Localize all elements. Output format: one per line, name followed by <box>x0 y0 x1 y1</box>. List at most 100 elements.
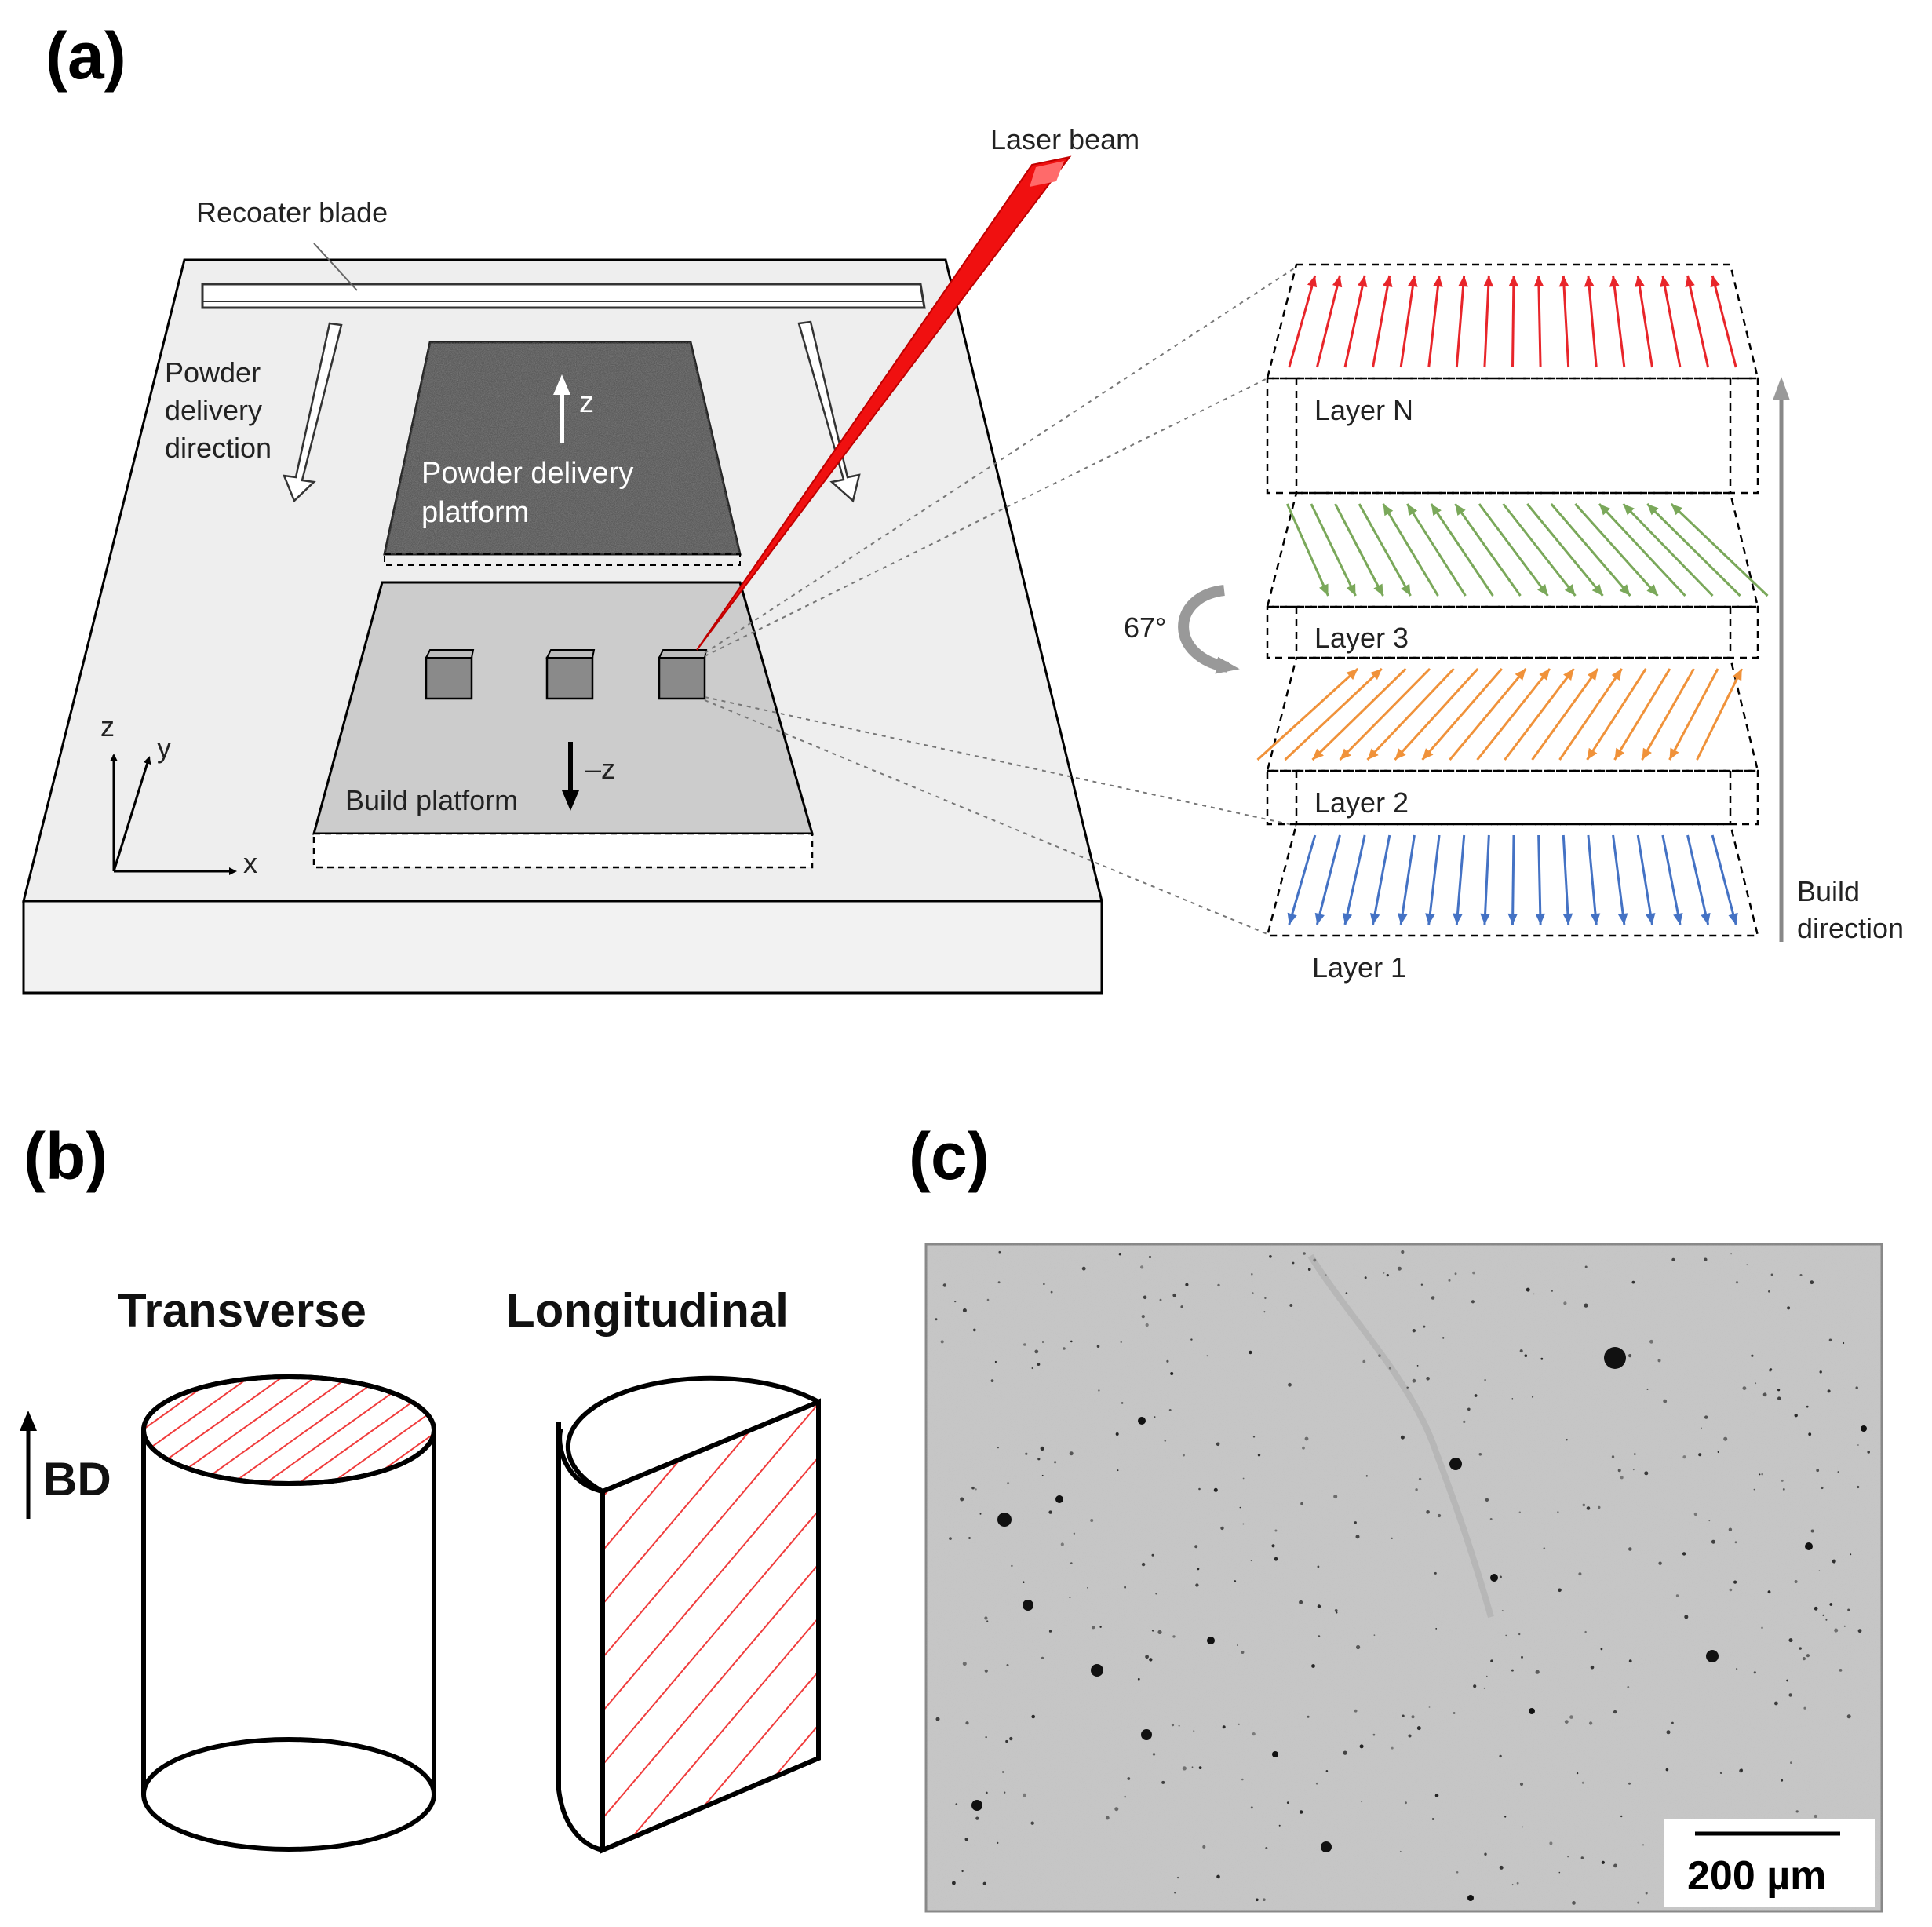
pore-small <box>1753 1671 1756 1674</box>
scale-bar <box>1664 1819 1875 1907</box>
pore-small <box>1241 1651 1245 1654</box>
pore-small <box>1391 1746 1394 1750</box>
pore-small <box>1401 1250 1405 1254</box>
pore-small <box>1774 1701 1778 1706</box>
pore-small <box>1518 1511 1522 1513</box>
pore-small <box>1423 1325 1426 1328</box>
scan-arrow-head <box>1346 669 1358 681</box>
pore-small <box>1843 1625 1846 1627</box>
scan-arrow-head <box>1728 912 1738 925</box>
pore-small <box>1519 1782 1524 1786</box>
pore-small <box>1788 1638 1793 1643</box>
hatch-line <box>603 1402 818 1850</box>
scan-vector <box>1511 275 1515 368</box>
pore-small <box>1855 1386 1858 1389</box>
pore-small <box>1105 1816 1110 1820</box>
scan-vector <box>1478 503 1549 597</box>
scan-arrow-head <box>1587 669 1598 681</box>
pore <box>1529 1708 1535 1714</box>
scan-arrow-head <box>1383 276 1393 287</box>
pore-small <box>1471 1300 1475 1304</box>
scan-arrow-head <box>1340 748 1351 760</box>
pore-small <box>1216 1874 1220 1879</box>
pore-small <box>1790 1761 1792 1765</box>
pore-small <box>1251 1273 1253 1276</box>
pore-small <box>985 1736 987 1739</box>
scan-vector <box>1550 503 1631 597</box>
pore-small <box>1768 1290 1770 1293</box>
pore-small <box>1762 1392 1767 1397</box>
pore-small <box>1412 1329 1416 1333</box>
pore-small <box>1581 1781 1584 1784</box>
scale-bar-label: 200 µm <box>1687 1853 1826 1899</box>
pore-small <box>1806 1405 1809 1408</box>
pore-small <box>1770 1273 1773 1276</box>
pore-small <box>1292 1261 1295 1265</box>
scan-arrow-head <box>1453 913 1463 925</box>
pore-small <box>1590 1665 1595 1670</box>
pore-small <box>1037 1458 1041 1461</box>
pore-small <box>1087 1587 1088 1589</box>
pore-small <box>1786 1679 1789 1682</box>
pore-small <box>1448 1279 1451 1282</box>
pore-small <box>1588 1721 1593 1725</box>
pore-small <box>1646 1388 1649 1390</box>
pore-small <box>1601 1860 1605 1864</box>
scan-vector <box>1285 503 1329 597</box>
pore-small <box>1526 1287 1530 1292</box>
scan-arrow-head <box>1671 504 1683 516</box>
pore-small <box>1819 1370 1822 1374</box>
pore-small <box>1264 1297 1267 1300</box>
pore-small <box>1034 1349 1039 1354</box>
pore-small <box>1356 1644 1361 1650</box>
pore-small <box>1307 1715 1310 1718</box>
scan-vector <box>1366 667 1455 761</box>
pore-small <box>1777 1396 1781 1400</box>
scan-arrow-head <box>1431 504 1442 516</box>
pore <box>1138 1417 1146 1425</box>
pore-small <box>1060 1542 1064 1546</box>
pore-small <box>1274 1529 1278 1532</box>
scan-arrow-head <box>1370 669 1382 681</box>
pore-small <box>1511 1669 1514 1672</box>
hatch-line <box>603 1402 779 1850</box>
pore-small <box>1755 1382 1757 1385</box>
rotation-angle-label: 67° <box>1124 611 1166 644</box>
pore-small <box>1317 1604 1321 1608</box>
scan-arrow-head <box>1408 276 1418 287</box>
scan-arrow-head <box>1563 669 1574 681</box>
scan-arrow-head <box>1562 913 1573 925</box>
hatch-line <box>144 1377 266 1484</box>
pore-small <box>1400 1435 1405 1440</box>
pore-small <box>1263 1898 1266 1901</box>
pore-small <box>1740 1768 1744 1772</box>
pore-small <box>1252 1292 1254 1294</box>
pore-small <box>1315 1782 1318 1785</box>
panel-label-a: (a) <box>46 19 126 93</box>
pore-small <box>1827 1389 1831 1393</box>
powder-delivery-direction-line2: delivery <box>165 394 262 426</box>
scan-arrow-head <box>1307 276 1318 288</box>
pore-small <box>1484 1378 1486 1381</box>
pore-small <box>1682 1552 1686 1556</box>
pore-small <box>1463 1420 1466 1423</box>
scan-vector <box>1526 503 1604 597</box>
pore-small <box>1483 1687 1485 1689</box>
pore <box>1604 1347 1626 1369</box>
pore-small <box>1847 1608 1850 1611</box>
pore-small <box>1644 1471 1649 1476</box>
pore-small <box>1198 1766 1202 1770</box>
scan-vector <box>1455 275 1466 368</box>
pore-small <box>1511 1398 1514 1400</box>
pore-small <box>1431 1818 1434 1820</box>
scan-vector <box>1358 503 1412 597</box>
scan-arrow-head <box>1614 747 1625 760</box>
transverse-label: Transverse <box>118 1284 366 1337</box>
pore-small <box>1388 1367 1391 1370</box>
pore-small <box>1795 1810 1799 1813</box>
scan-vector <box>1511 834 1515 925</box>
scan-arrow-head <box>1483 276 1493 287</box>
pore-small <box>964 1838 968 1841</box>
build-platform-minus-z-label: –z <box>585 753 615 785</box>
scan-vector <box>1711 275 1737 368</box>
